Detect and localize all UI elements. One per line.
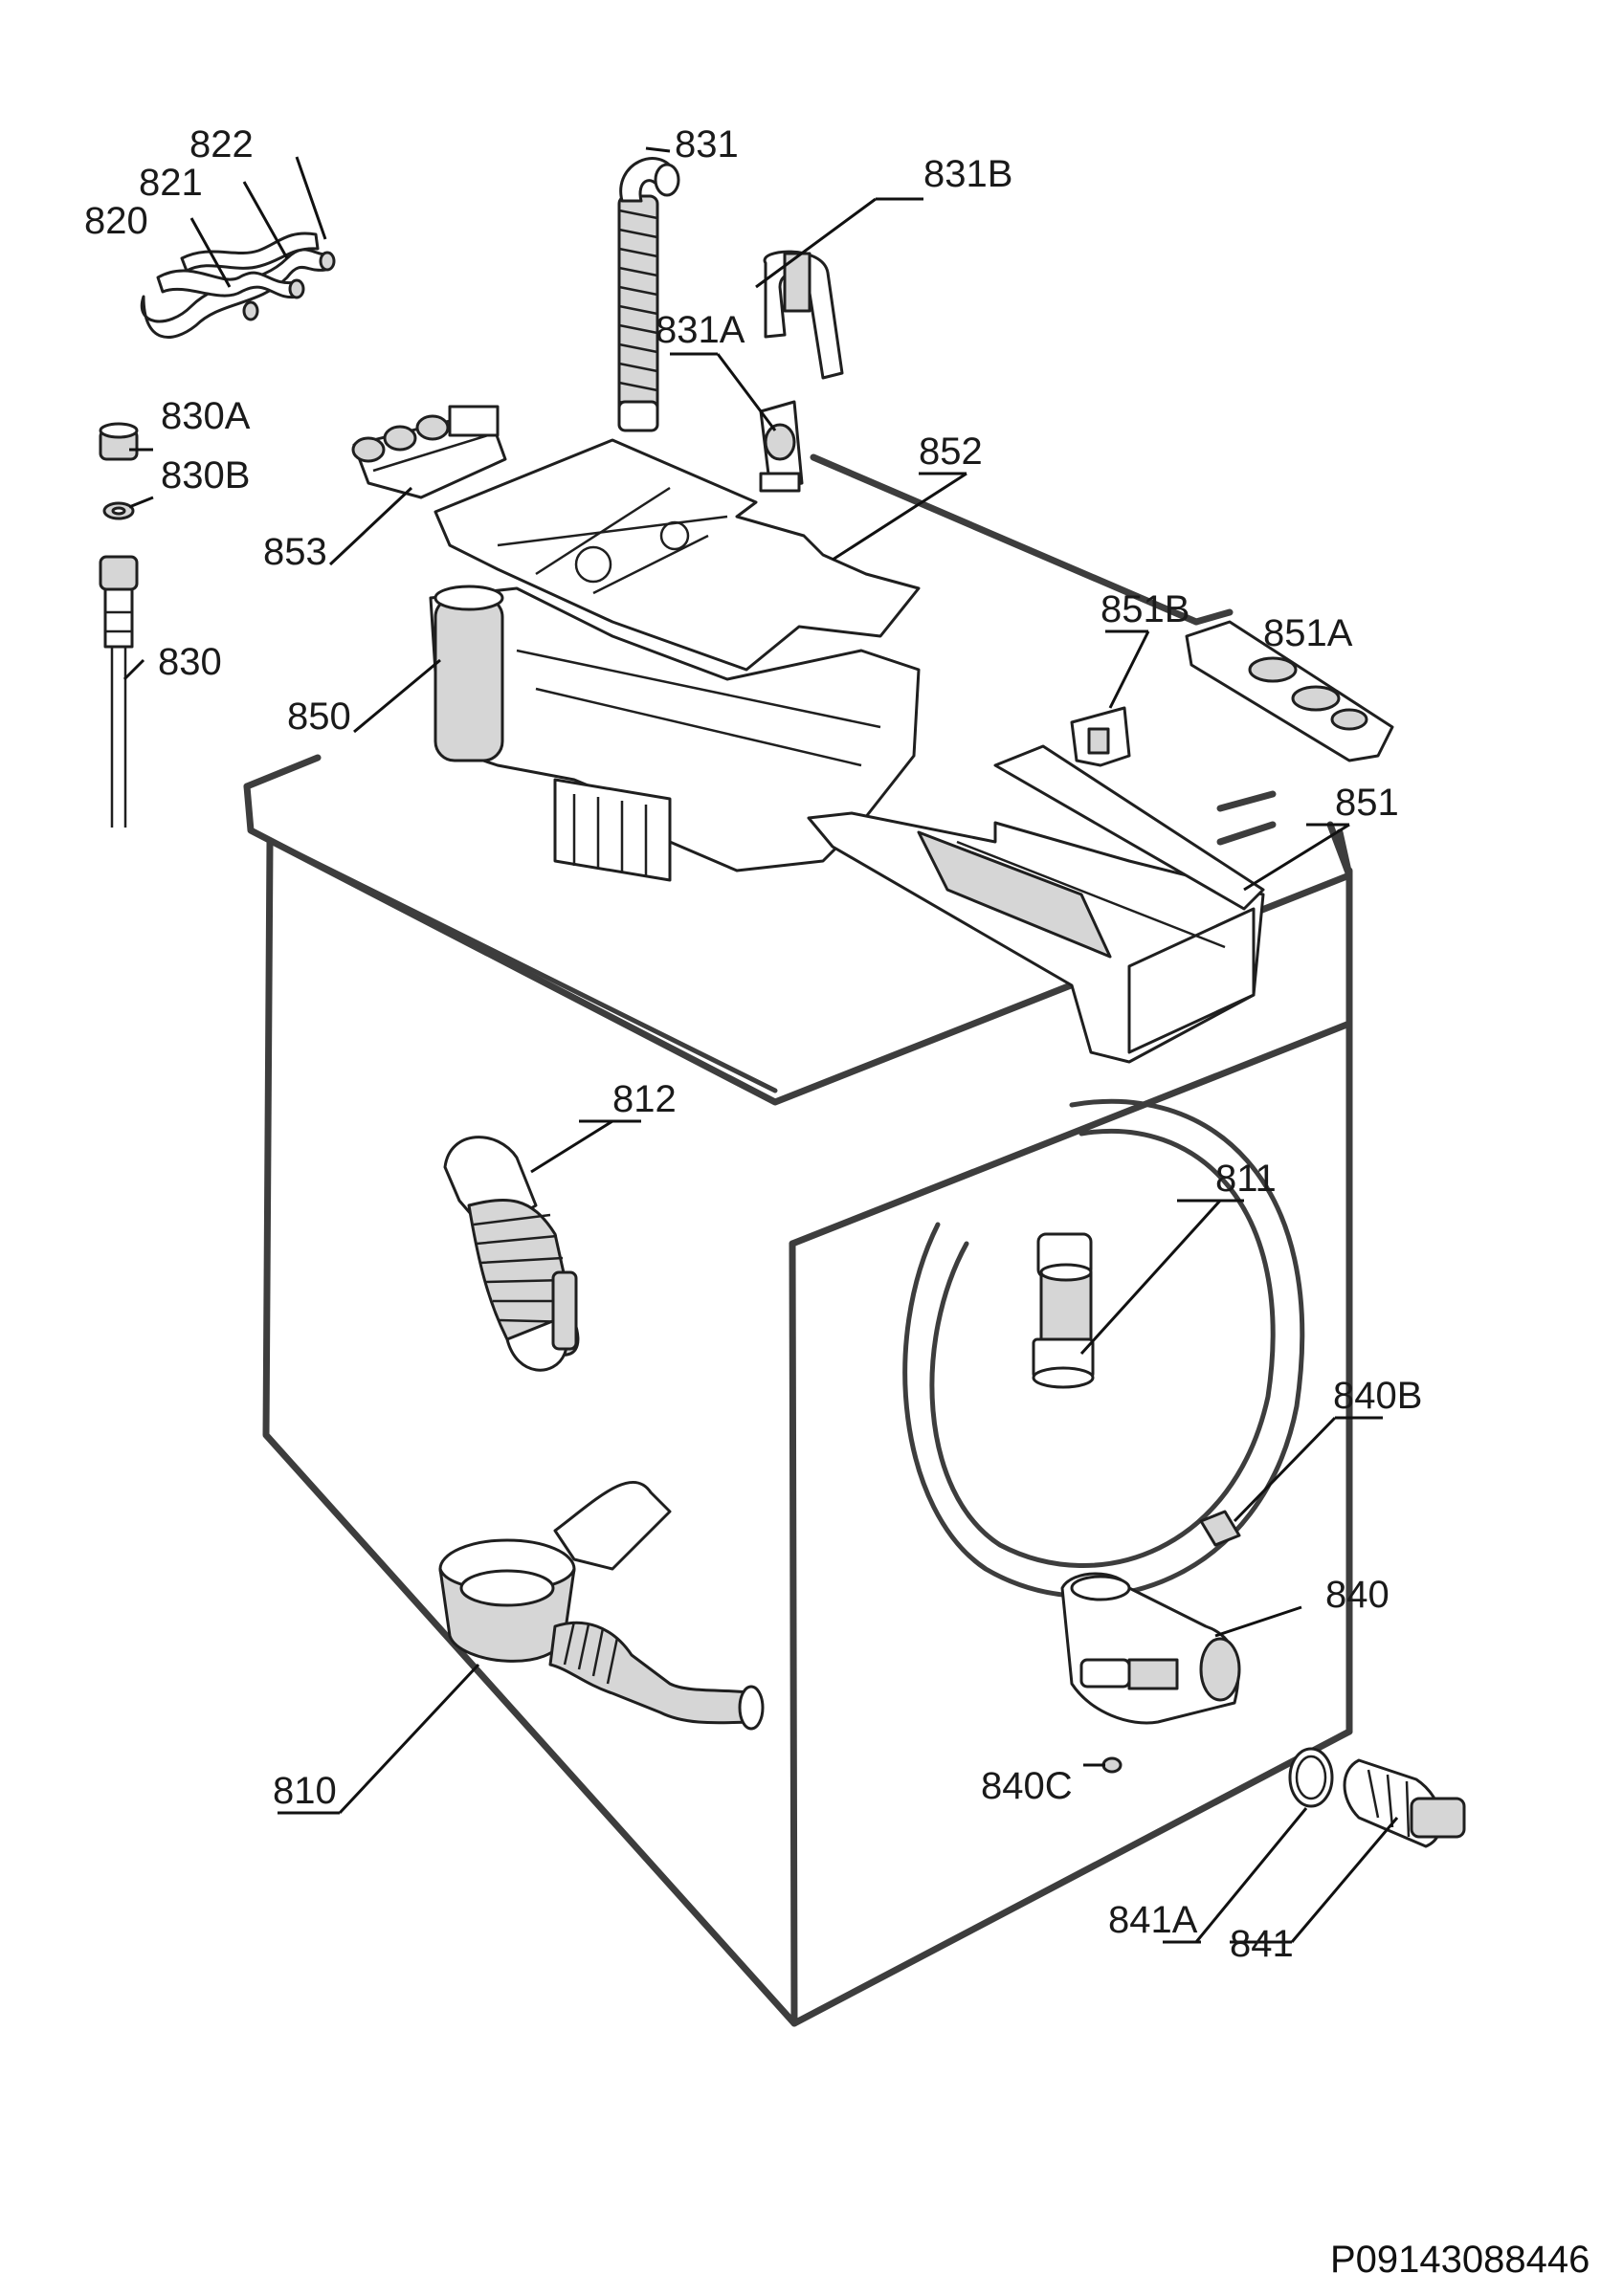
pump-nut-840c <box>1101 1756 1123 1774</box>
drain-pump-840 <box>1060 1572 1241 1725</box>
label-830: 830 <box>158 641 222 683</box>
sump-hose-810 <box>438 1480 765 1731</box>
label-811: 811 <box>1215 1158 1277 1200</box>
label-820: 820 <box>84 200 148 242</box>
label-830b: 830B <box>161 454 250 497</box>
label-850: 850 <box>287 695 351 738</box>
dispenser-handle-851a <box>1185 620 1394 762</box>
drain-hose-831 <box>617 157 680 432</box>
label-851: 851 <box>1335 782 1399 824</box>
label-822: 822 <box>189 123 254 166</box>
part-labels: 822 821 820 831 831B 831A 830A 830B 830 … <box>84 123 1422 1965</box>
label-840b: 840B <box>1333 1375 1422 1417</box>
filter-seal-841a <box>1288 1747 1334 1808</box>
inlet-nut-830a <box>99 422 139 461</box>
washer-830b <box>102 501 135 520</box>
bellows-hose-812 <box>443 1136 580 1372</box>
label-810: 810 <box>273 1770 337 1812</box>
detergent-drawer-851 <box>807 744 1265 1064</box>
diagram-reference-code: P09143088446 <box>1330 2239 1590 2281</box>
label-831: 831 <box>675 123 739 166</box>
dispenser-housing-850 <box>429 585 921 882</box>
dispenser-cover-852 <box>434 438 921 672</box>
label-852: 852 <box>919 430 983 473</box>
inlet-valve-853 <box>351 405 507 499</box>
label-840: 840 <box>1325 1574 1390 1616</box>
label-831b: 831B <box>923 153 1012 195</box>
leader-lines <box>122 146 1399 1944</box>
inlet-hose-set <box>140 232 336 339</box>
label-840c: 840C <box>981 1765 1073 1807</box>
label-812: 812 <box>612 1078 677 1120</box>
hose-clip-831a <box>759 400 804 493</box>
label-821: 821 <box>139 162 203 204</box>
pump-gasket-840b <box>1199 1510 1241 1547</box>
inlet-hose-830 <box>99 555 139 828</box>
label-830a: 830A <box>161 395 251 437</box>
label-841: 841 <box>1230 1923 1294 1965</box>
label-831a: 831A <box>656 309 745 351</box>
label-851b: 851B <box>1101 588 1189 630</box>
latch-851b <box>1070 706 1131 767</box>
pump-filter-841 <box>1343 1758 1466 1848</box>
label-841a: 841A <box>1108 1899 1198 1941</box>
label-851a: 851A <box>1263 612 1353 654</box>
label-853: 853 <box>263 531 327 573</box>
air-trap-811 <box>1032 1232 1095 1389</box>
